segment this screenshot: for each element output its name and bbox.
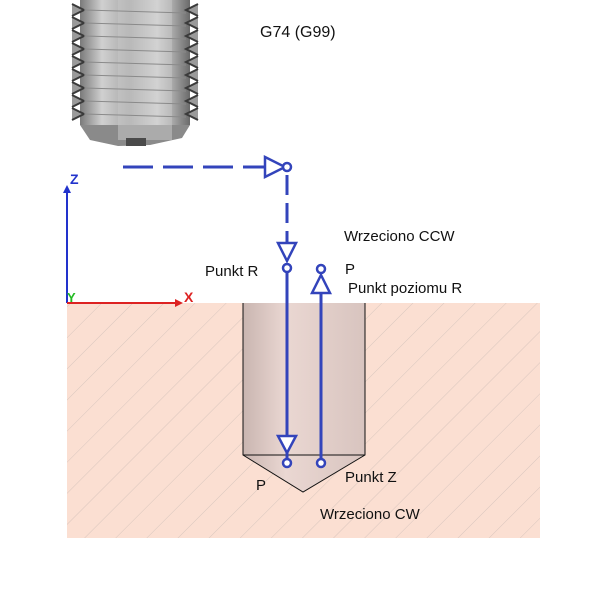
label-spindle-ccw: Wrzeciono CCW — [344, 228, 455, 245]
label-r-level: Punkt poziomu R — [348, 280, 462, 297]
x-axis-arrow-icon — [175, 299, 183, 307]
z-axis-label: Z — [70, 171, 79, 187]
diagram-title: G74 (G99) — [260, 24, 336, 41]
label-p-top: P — [345, 261, 355, 278]
rapid-traverse-path — [123, 165, 289, 243]
circle-point-icon — [281, 161, 327, 469]
x-axis-label: X — [184, 289, 194, 305]
label-point-r: Punkt R — [205, 263, 259, 280]
coordinate-axes: Z Y X — [63, 171, 194, 307]
label-spindle-cw: Wrzeciono CW — [320, 506, 421, 523]
z-axis-arrow-icon — [63, 185, 71, 193]
y-axis-label: Y — [67, 290, 76, 305]
label-p-bottom: P — [256, 477, 266, 494]
triangle-arrow-icon — [263, 154, 333, 456]
tap-tool-icon — [71, 0, 199, 146]
drilled-hole — [242, 303, 366, 493]
label-point-z: Punkt Z — [345, 469, 397, 486]
